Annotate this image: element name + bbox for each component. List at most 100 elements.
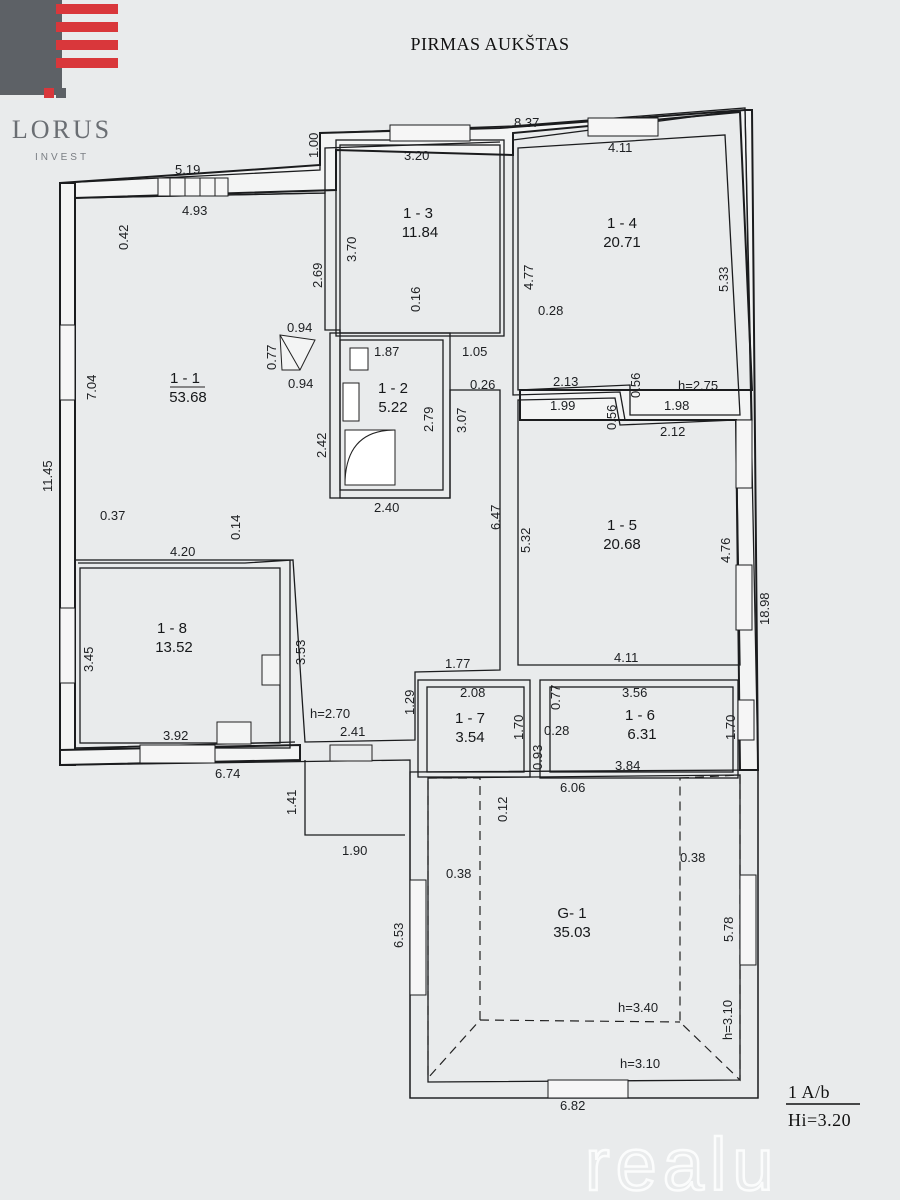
dimension: 3.56: [622, 685, 647, 700]
logo-bar: [56, 4, 118, 14]
window: [739, 874, 757, 966]
dimension: 0.14: [228, 515, 243, 540]
window: [59, 324, 76, 401]
dimension: 1.98: [664, 398, 689, 413]
dimension: 0.77: [548, 685, 563, 710]
dimension: 3.45: [81, 647, 96, 672]
room-1-4-outline: [517, 134, 741, 416]
outline-line: [59, 107, 759, 1099]
dimension: 6.74: [215, 766, 240, 781]
dimension: 8.37: [514, 115, 539, 130]
dimension-labels: 5.19 4.93 0.42 1.00 3.20 8.37 4.11 3.70 …: [40, 115, 772, 1113]
dimension: 2.41: [340, 724, 365, 739]
dimension: 3.92: [163, 728, 188, 743]
room-1-1-outline: [77, 192, 501, 743]
dimension: 2.08: [460, 685, 485, 700]
dimension: 0.38: [446, 866, 471, 881]
height-label: h=3.40: [618, 1000, 658, 1015]
dimension: 6.53: [391, 923, 406, 948]
logo-name: LORUS: [12, 115, 112, 144]
legend: 1 A/b Hi=3.20: [786, 1082, 860, 1130]
logo-bar: [56, 40, 118, 50]
height-labels: h=2.75 h=2.70 h=3.40 h=3.10 h=3.10: [310, 378, 735, 1071]
room-1-5-area: 20.68: [603, 536, 641, 553]
dimension: 1.87: [374, 344, 399, 359]
entrance-door: [329, 744, 373, 762]
dimension: 0.94: [288, 376, 313, 391]
room-1-6-outline: [549, 686, 734, 773]
dimension: 0.77: [264, 345, 279, 370]
room-1-6-id: 1 - 6: [625, 707, 655, 724]
dimension: 4.11: [614, 650, 638, 665]
realu-watermark: realu: [585, 1123, 780, 1200]
dimension: 0.28: [538, 303, 563, 318]
dimension: 6.82: [560, 1098, 585, 1113]
garage-dash-left: [427, 777, 481, 1080]
dimension: 6.47: [488, 505, 503, 530]
garage-dash-right: [679, 774, 741, 1082]
chimney-line: [279, 334, 301, 371]
shower: [344, 429, 396, 486]
dimension: 1.00: [306, 133, 321, 158]
porch-outline: [304, 760, 405, 836]
height-label: h=2.75: [678, 378, 718, 393]
dimension: 5.32: [518, 528, 533, 553]
dimension: 1.05: [462, 344, 487, 359]
window: [157, 177, 229, 197]
dimension: 6.06: [560, 780, 585, 795]
dimension: 3.20: [404, 148, 429, 163]
logo-subtitle: INVEST: [35, 152, 89, 163]
dimension: 1.99: [550, 398, 575, 413]
room-1-4-id: 1 - 4: [607, 215, 637, 232]
garage-area: 35.03: [553, 924, 591, 941]
room-1-2-area: 5.22: [378, 399, 407, 416]
room-1-3-area: 11.84: [402, 224, 438, 241]
dimension: 4.76: [718, 538, 733, 563]
shower-curve: [344, 429, 396, 486]
logo-mark-dark: [0, 0, 62, 95]
logo-square: [56, 88, 66, 98]
dimension: 3.84: [615, 758, 640, 773]
dimension: 2.79: [421, 407, 436, 432]
room-1-8-id: 1 - 8: [157, 620, 187, 637]
room-1-4-area: 20.71: [603, 234, 641, 251]
dimension: 5.33: [716, 267, 731, 292]
logo-bar: [56, 22, 118, 32]
dimension: 18.98: [757, 592, 772, 625]
window: [389, 124, 471, 142]
room-1-7-id: 1 - 7: [455, 710, 485, 727]
dimension: 0.28: [544, 723, 569, 738]
dimension: 0.93: [530, 745, 545, 770]
dimension: 0.37: [100, 508, 125, 523]
garage-id: G- 1: [557, 905, 586, 922]
window: [735, 564, 753, 631]
doors: [216, 334, 396, 762]
plan-title: PIRMAS AUKŠTAS: [410, 33, 569, 54]
window: [59, 607, 76, 684]
dimension: 0.26: [470, 377, 495, 392]
sink: [342, 382, 360, 422]
height-label: h=3.10: [720, 1000, 735, 1040]
dimension: 3.07: [454, 408, 469, 433]
window: [735, 419, 753, 489]
room-1-4-outer: [512, 109, 753, 421]
dimension: 3.53: [293, 640, 308, 665]
fixture-box: [216, 721, 252, 745]
dimension: 4.20: [170, 544, 195, 559]
dimension: 4.93: [182, 203, 207, 218]
dimension: 2.69: [310, 263, 325, 288]
dimension: 2.13: [553, 374, 578, 389]
dimension: 5.19: [175, 162, 200, 177]
windows: [59, 117, 757, 1099]
dimension: 11.45: [40, 460, 55, 492]
dimension: 4.11: [608, 140, 632, 155]
dimension: 1.29: [402, 690, 417, 715]
dimension: 0.12: [495, 797, 510, 822]
height-label: h=2.70: [310, 706, 350, 721]
room-1-2-outline: [339, 339, 444, 491]
toilet: [349, 347, 369, 371]
dimension: 3.70: [344, 237, 359, 262]
room-1-3-id: 1 - 3: [403, 205, 433, 222]
window: [587, 117, 659, 137]
